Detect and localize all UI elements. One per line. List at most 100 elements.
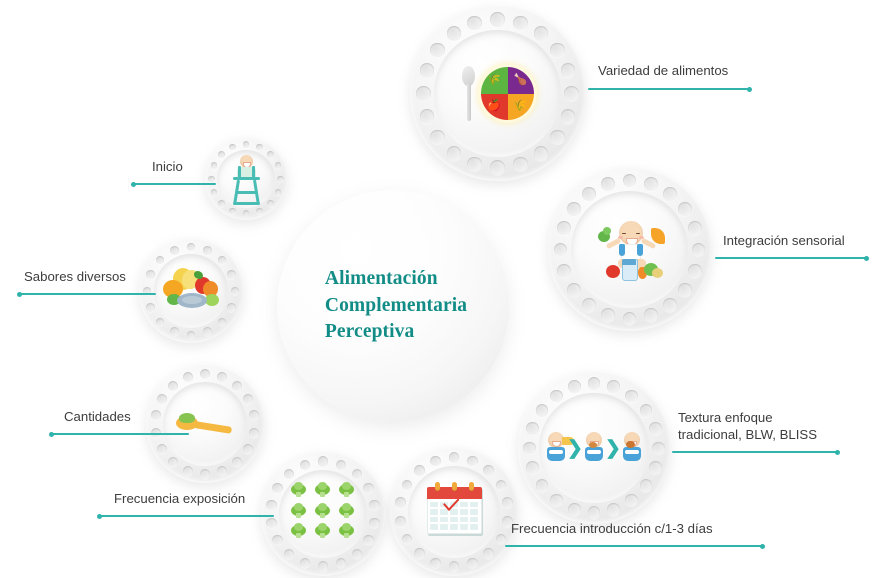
plate-artwork-highchair xyxy=(228,154,264,206)
plate-rim-bead xyxy=(284,468,295,480)
bottle-icon xyxy=(562,437,574,445)
plate-rim-bead xyxy=(607,380,621,394)
tomato-icon xyxy=(605,264,620,278)
plate-rim-bead xyxy=(557,221,571,236)
plate-rim-bead xyxy=(317,456,329,467)
plate-rim-bead xyxy=(639,403,653,417)
plate-rim-bead xyxy=(413,548,425,559)
plate-frecuencia-introduccion[interactable] xyxy=(390,448,518,576)
center-title-line-2: Complementaria xyxy=(324,294,468,316)
plate-rim-bead xyxy=(210,162,218,170)
plate-rim-bead xyxy=(363,482,374,493)
plate-rim-bead xyxy=(255,207,263,215)
label-integracion[interactable]: Integración sensorial xyxy=(715,232,872,266)
plate-rim-bead xyxy=(639,479,653,493)
plate-rim-bead xyxy=(430,42,445,58)
plate-rim-bead xyxy=(601,177,616,191)
plate-rim-bead xyxy=(243,394,254,404)
plate-rim-bead xyxy=(430,557,441,569)
plate-rim-bead xyxy=(155,317,165,327)
plate-rim-bead xyxy=(549,389,563,403)
plate-rim-bead xyxy=(448,452,460,464)
broccoli-floret xyxy=(289,482,309,499)
plate-rim-bead xyxy=(369,499,380,511)
label-cantidades-text: Cantidades xyxy=(64,409,131,424)
calendar-check-icon xyxy=(426,481,482,534)
label-variedad-dot xyxy=(747,86,752,92)
plate-rim-bead xyxy=(401,479,413,491)
plate-rim-bead xyxy=(467,156,482,172)
plate-rim-bead xyxy=(549,493,563,507)
plate-inicio[interactable] xyxy=(205,138,287,220)
plate-rim-bead xyxy=(272,482,283,493)
plate-rim-bead xyxy=(501,497,513,508)
label-sabores[interactable]: Sabores diversos xyxy=(16,268,156,302)
plate-rim-bead xyxy=(582,298,596,313)
label-frecuencia-introduccion[interactable]: Frecuencia introducción c/1-3 días xyxy=(505,520,773,554)
plate-textura[interactable]: ❯ ❯ xyxy=(518,372,670,524)
plate-rim-bead xyxy=(688,221,702,236)
plate-rim-bead xyxy=(495,533,507,545)
label-cantidades[interactable]: Cantidades xyxy=(48,408,193,442)
plate-rim-bead xyxy=(369,517,380,529)
plate-rim-bead xyxy=(625,493,639,507)
center-title-line-3: Perceptiva xyxy=(324,321,415,343)
plate-integracion[interactable] xyxy=(548,168,711,331)
plate-rim-bead xyxy=(210,188,218,196)
plate-rim-bead xyxy=(587,377,601,391)
plate-rim-bead xyxy=(227,269,236,279)
chevron-right-icon-2: ❯ xyxy=(605,437,621,459)
plate-artwork-textura: ❯ ❯ xyxy=(545,427,643,469)
label-frecuencia-introduccion-line xyxy=(505,545,763,547)
plate-rim-bead xyxy=(395,516,407,527)
plate-rim-bead xyxy=(182,465,193,476)
plate-rim-bead xyxy=(167,380,178,391)
plate-rim-bead xyxy=(678,202,693,216)
plate-rim-bead xyxy=(230,286,240,296)
label-frecuencia-exposicion[interactable]: Frecuencia exposición xyxy=(96,490,276,524)
broccoli-floret xyxy=(337,502,357,520)
plate-frecuencia-exposicion[interactable] xyxy=(261,452,385,576)
plate-rim-bead xyxy=(335,459,347,470)
plate-rim-bead xyxy=(513,156,528,172)
plate-rim-bead xyxy=(317,561,329,572)
plate-rim-bead xyxy=(533,146,549,161)
label-variedad[interactable]: Variedad de alimentos xyxy=(588,62,850,96)
label-sabores-text: Sabores diversos xyxy=(24,269,126,284)
plate-cantidades[interactable] xyxy=(146,365,264,483)
label-sabores-dot xyxy=(17,291,22,297)
plate-rim-bead xyxy=(483,465,495,476)
plate-artwork-fruits xyxy=(160,265,222,317)
plate-rim-bead xyxy=(430,455,441,467)
check-mark-icon xyxy=(443,498,460,511)
plate-rim-bead xyxy=(678,283,693,297)
plate-rim-bead xyxy=(526,461,540,475)
baby-eating-food-icon xyxy=(594,219,666,281)
plate-rim-bead xyxy=(142,286,152,296)
plate-rim-bead xyxy=(467,455,478,467)
plate-sabores[interactable] xyxy=(139,239,243,343)
plate-rim-bead xyxy=(232,457,243,468)
plate-rim-bead xyxy=(688,263,702,278)
baby-stage-3 xyxy=(621,431,643,465)
plate-rim-bead xyxy=(419,109,435,124)
center-title-line-1: Alimentación xyxy=(324,267,438,289)
plate-artwork-broccoli-grid xyxy=(288,480,358,542)
plate-variedad[interactable]: 🌾 🍗 🍎 🌾 xyxy=(410,6,585,181)
label-inicio[interactable]: Inicio xyxy=(130,158,218,192)
plate-rim-bead xyxy=(535,403,549,417)
food-group-wheel-icon: 🌾 🍗 🍎 🌾 xyxy=(481,67,534,120)
plate-rim-bead xyxy=(495,479,507,491)
plate-rim-bead xyxy=(299,459,311,470)
plate-rim-bead xyxy=(663,186,677,201)
label-textura-text-line-1: Textura enfoque xyxy=(678,410,773,425)
plate-rim-bead xyxy=(217,255,227,265)
plate-rim-bead xyxy=(145,269,155,279)
plate-rim-bead xyxy=(274,188,282,196)
plate-rim-bead xyxy=(169,327,179,336)
plate-rim-bead xyxy=(448,560,460,572)
plate-rim-bead xyxy=(203,327,213,336)
plate-rim-bead xyxy=(467,557,478,569)
label-textura[interactable]: Textura enfoque tradicional, BLW, BLISS xyxy=(672,409,872,459)
plate-rim-bead xyxy=(651,441,665,455)
